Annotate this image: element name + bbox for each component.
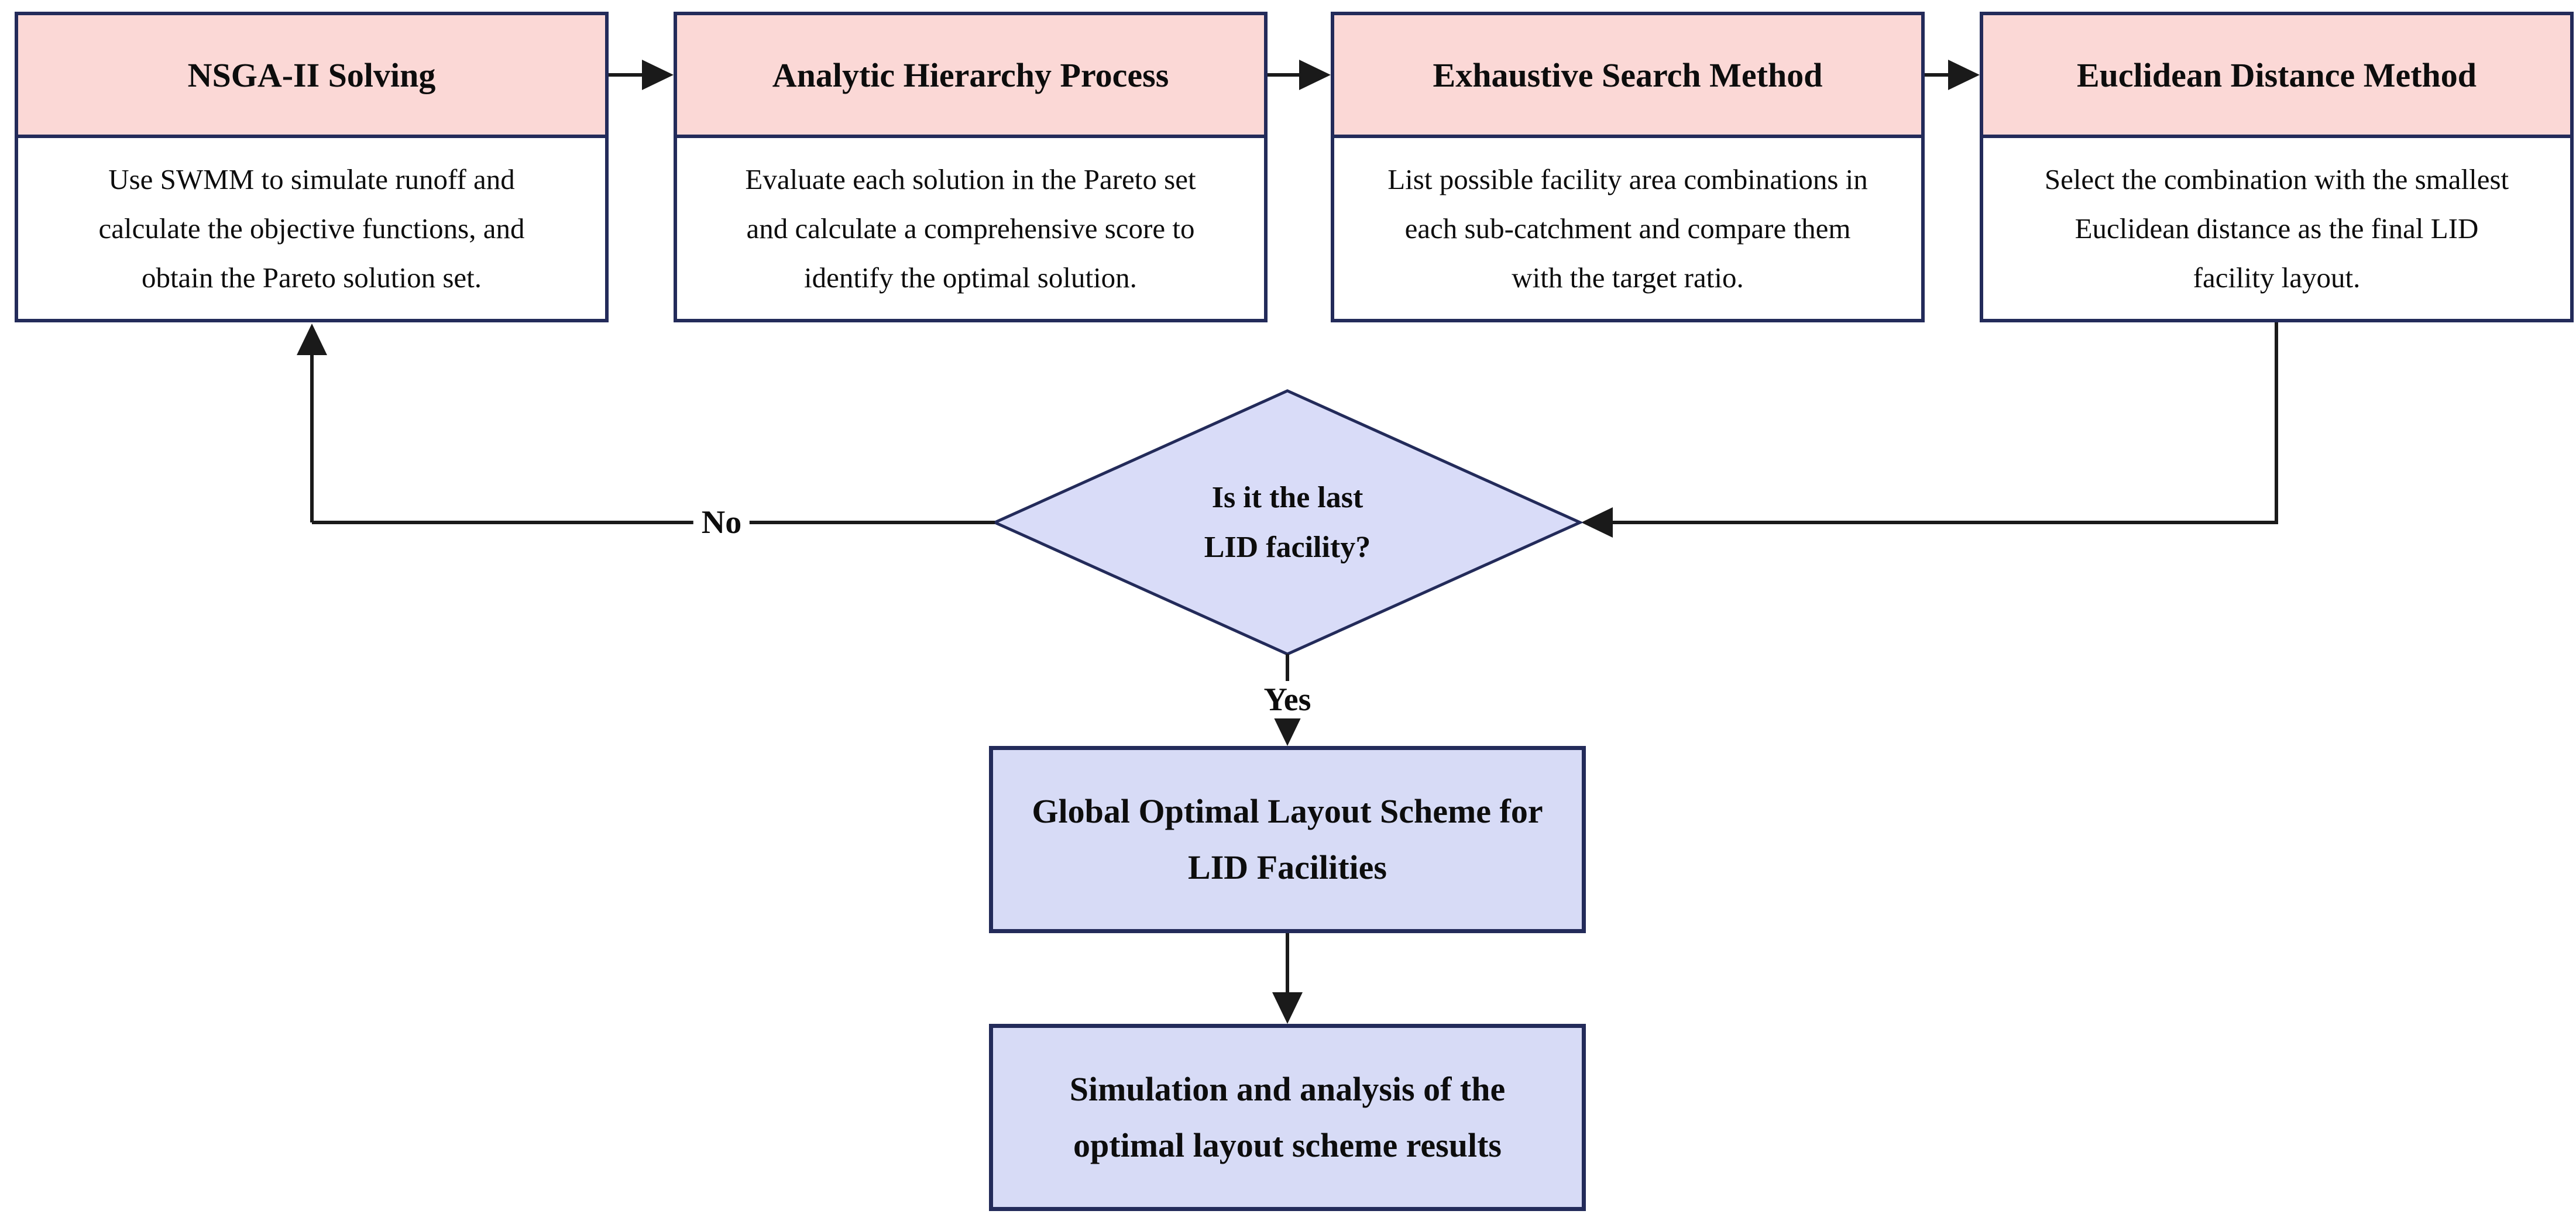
process-box-body: Use SWMM to simulate runoff and calculat…: [18, 138, 605, 319]
arrow-right-icon: [1948, 60, 1980, 90]
process-box-title: Euclidean Distance Method: [2076, 56, 2477, 94]
process-box-body: Evaluate each solution in the Pareto set…: [677, 138, 1264, 319]
arrow-down-icon: [1272, 714, 1303, 746]
process-box-text-line: and calculate a comprehensive score to: [746, 212, 1195, 245]
process-box-euclidean-distance: Euclidean Distance Method Select the com…: [1980, 12, 2574, 322]
process-box-text-line: with the target ratio.: [1512, 261, 1744, 294]
result-box-text-line: Simulation and analysis of the: [1069, 1070, 1506, 1108]
result-box-text-line: LID Facilities: [1188, 848, 1387, 886]
process-box-title: Analytic Hierarchy Process: [772, 56, 1169, 94]
process-box-header: Euclidean Distance Method: [1983, 15, 2570, 138]
process-box-analytic-hierarchy: Analytic Hierarchy Process Evaluate each…: [674, 12, 1268, 322]
decision-question-line: LID facility?: [1204, 531, 1371, 564]
process-box-text-line: facility layout.: [2193, 261, 2361, 294]
process-box-header: Analytic Hierarchy Process: [677, 15, 1264, 138]
process-box-exhaustive-search: Exhaustive Search Method List possible f…: [1331, 12, 1925, 322]
process-box-text-line: calculate the objective functions, and: [98, 212, 525, 245]
process-box-text-line: Select the combination with the smallest: [2044, 163, 2509, 195]
process-box-text-line: each sub-catchment and compare them: [1404, 212, 1851, 245]
result-box-text-line: Global Optimal Layout Scheme for: [1032, 792, 1543, 830]
process-box-text-line: Use SWMM to simulate runoff and: [108, 163, 515, 195]
process-box-title: NSGA-II Solving: [187, 56, 436, 94]
process-box-text-line: Evaluate each solution in the Pareto set: [745, 163, 1196, 195]
decision-question-line: Is it the last: [1211, 481, 1363, 514]
result-box-simulation-analysis: Simulation and analysis of the optimal l…: [989, 1024, 1586, 1211]
result-box-global-optimal-layout: Global Optimal Layout Scheme for LID Fac…: [989, 746, 1586, 933]
process-box-header: NSGA-II Solving: [18, 15, 605, 138]
process-box-text-line: Euclidean distance as the final LID: [2074, 212, 2479, 245]
decision-diamond-question: Is it the last LID facility?: [1112, 473, 1463, 572]
branch-label-yes: Yes: [1255, 681, 1320, 718]
process-box-body: Select the combination with the smallest…: [1983, 138, 2570, 319]
branch-label-no: No: [693, 504, 750, 541]
result-box-text-line: optimal layout scheme results: [1073, 1126, 1502, 1164]
arrow-right-icon: [642, 60, 674, 90]
process-box-nsga2-solving: NSGA-II Solving Use SWMM to simulate run…: [15, 12, 609, 322]
process-box-text-line: identify the optimal solution.: [804, 261, 1137, 294]
process-box-body: List possible facility area combinations…: [1334, 138, 1921, 319]
arrow-down-icon: [1272, 992, 1303, 1024]
process-box-title: Exhaustive Search Method: [1433, 56, 1823, 94]
connector-step4-diamond-path: [1613, 322, 2278, 524]
process-box-header: Exhaustive Search Method: [1334, 15, 1921, 138]
process-box-text-line: List possible facility area combinations…: [1387, 163, 1868, 195]
arrow-up-icon: [297, 324, 327, 355]
process-box-text-line: obtain the Pareto solution set.: [141, 261, 482, 294]
arrow-right-icon: [1299, 60, 1331, 90]
arrow-left-icon: [1581, 507, 1613, 538]
